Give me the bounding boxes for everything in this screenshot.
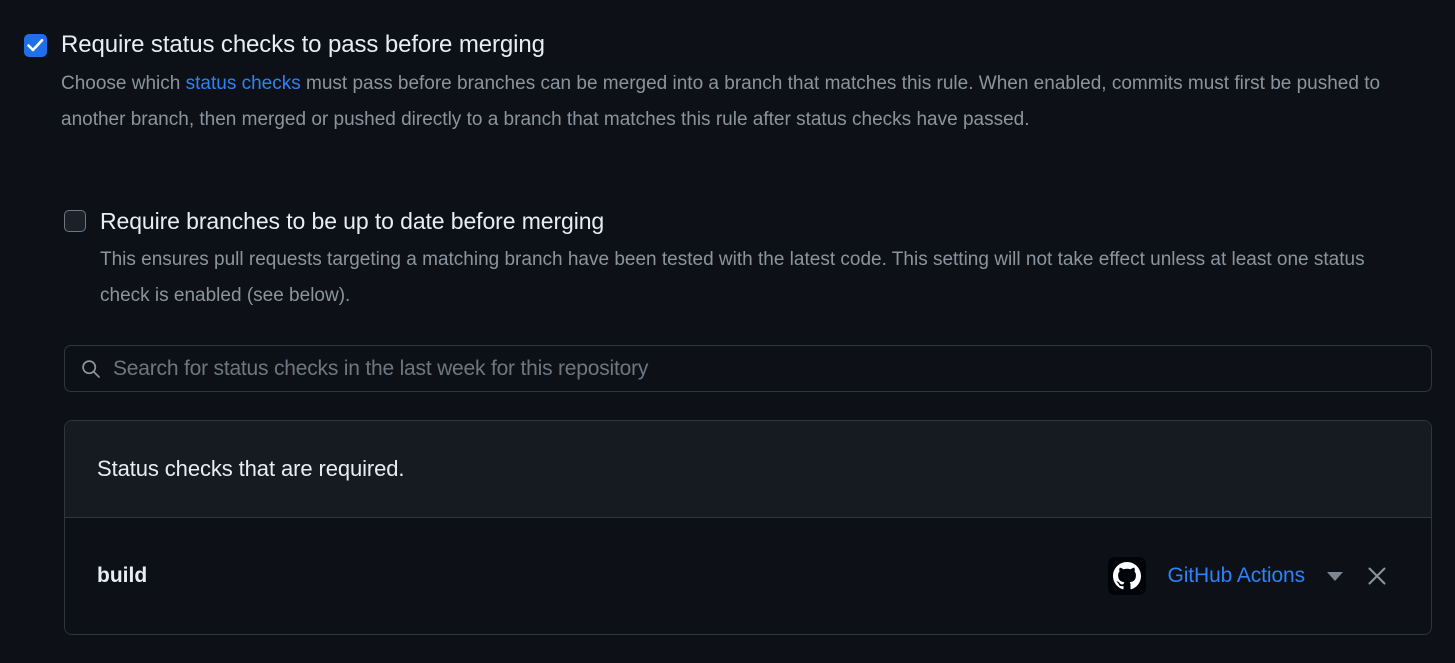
search-icon — [82, 359, 100, 378]
require-branches-up-to-date-checkbox[interactable] — [64, 210, 86, 232]
close-icon[interactable] — [1365, 564, 1389, 588]
status-check-app-label[interactable]: GitHub Actions — [1167, 564, 1306, 587]
require-status-checks-description: Choose which status checks must pass bef… — [61, 66, 1406, 138]
table-row: build GitHub Actions — [65, 518, 1431, 634]
panel-header: Status checks that are required. — [65, 421, 1431, 518]
required-status-checks-panel: Status checks that are required. build G… — [64, 420, 1432, 635]
description-text-rest: must pass before branches can be merged … — [61, 73, 1381, 130]
search-placeholder-text: Search for status checks in the last wee… — [113, 356, 649, 380]
status-checks-link[interactable]: status checks — [185, 73, 301, 94]
require-status-checks-label: Require status checks to pass before mer… — [61, 31, 545, 58]
require-branches-up-to-date-setting: Require branches to be up to date before… — [64, 206, 1424, 314]
description-text-lead: Choose which — [61, 73, 186, 94]
require-status-checks-setting: Require status checks to pass before mer… — [24, 30, 1424, 138]
status-checks-search-input[interactable]: Search for status checks in the last wee… — [64, 345, 1432, 392]
github-mark-icon — [1107, 557, 1146, 595]
require-branches-up-to-date-label: Require branches to be up to date before… — [100, 208, 605, 234]
chevron-down-icon[interactable] — [1327, 571, 1343, 581]
require-status-checks-checkbox[interactable] — [24, 34, 47, 57]
status-check-name: build — [97, 564, 148, 587]
checkmark-icon — [27, 38, 44, 52]
require-branches-up-to-date-row[interactable]: Require branches to be up to date before… — [64, 206, 1424, 236]
require-branches-up-to-date-description: This ensures pull requests targeting a m… — [100, 249, 1365, 306]
status-check-source: GitHub Actions — [1107, 557, 1390, 595]
panel-header-title: Status checks that are required. — [97, 456, 405, 481]
require-status-checks-row[interactable]: Require status checks to pass before mer… — [24, 30, 1424, 60]
